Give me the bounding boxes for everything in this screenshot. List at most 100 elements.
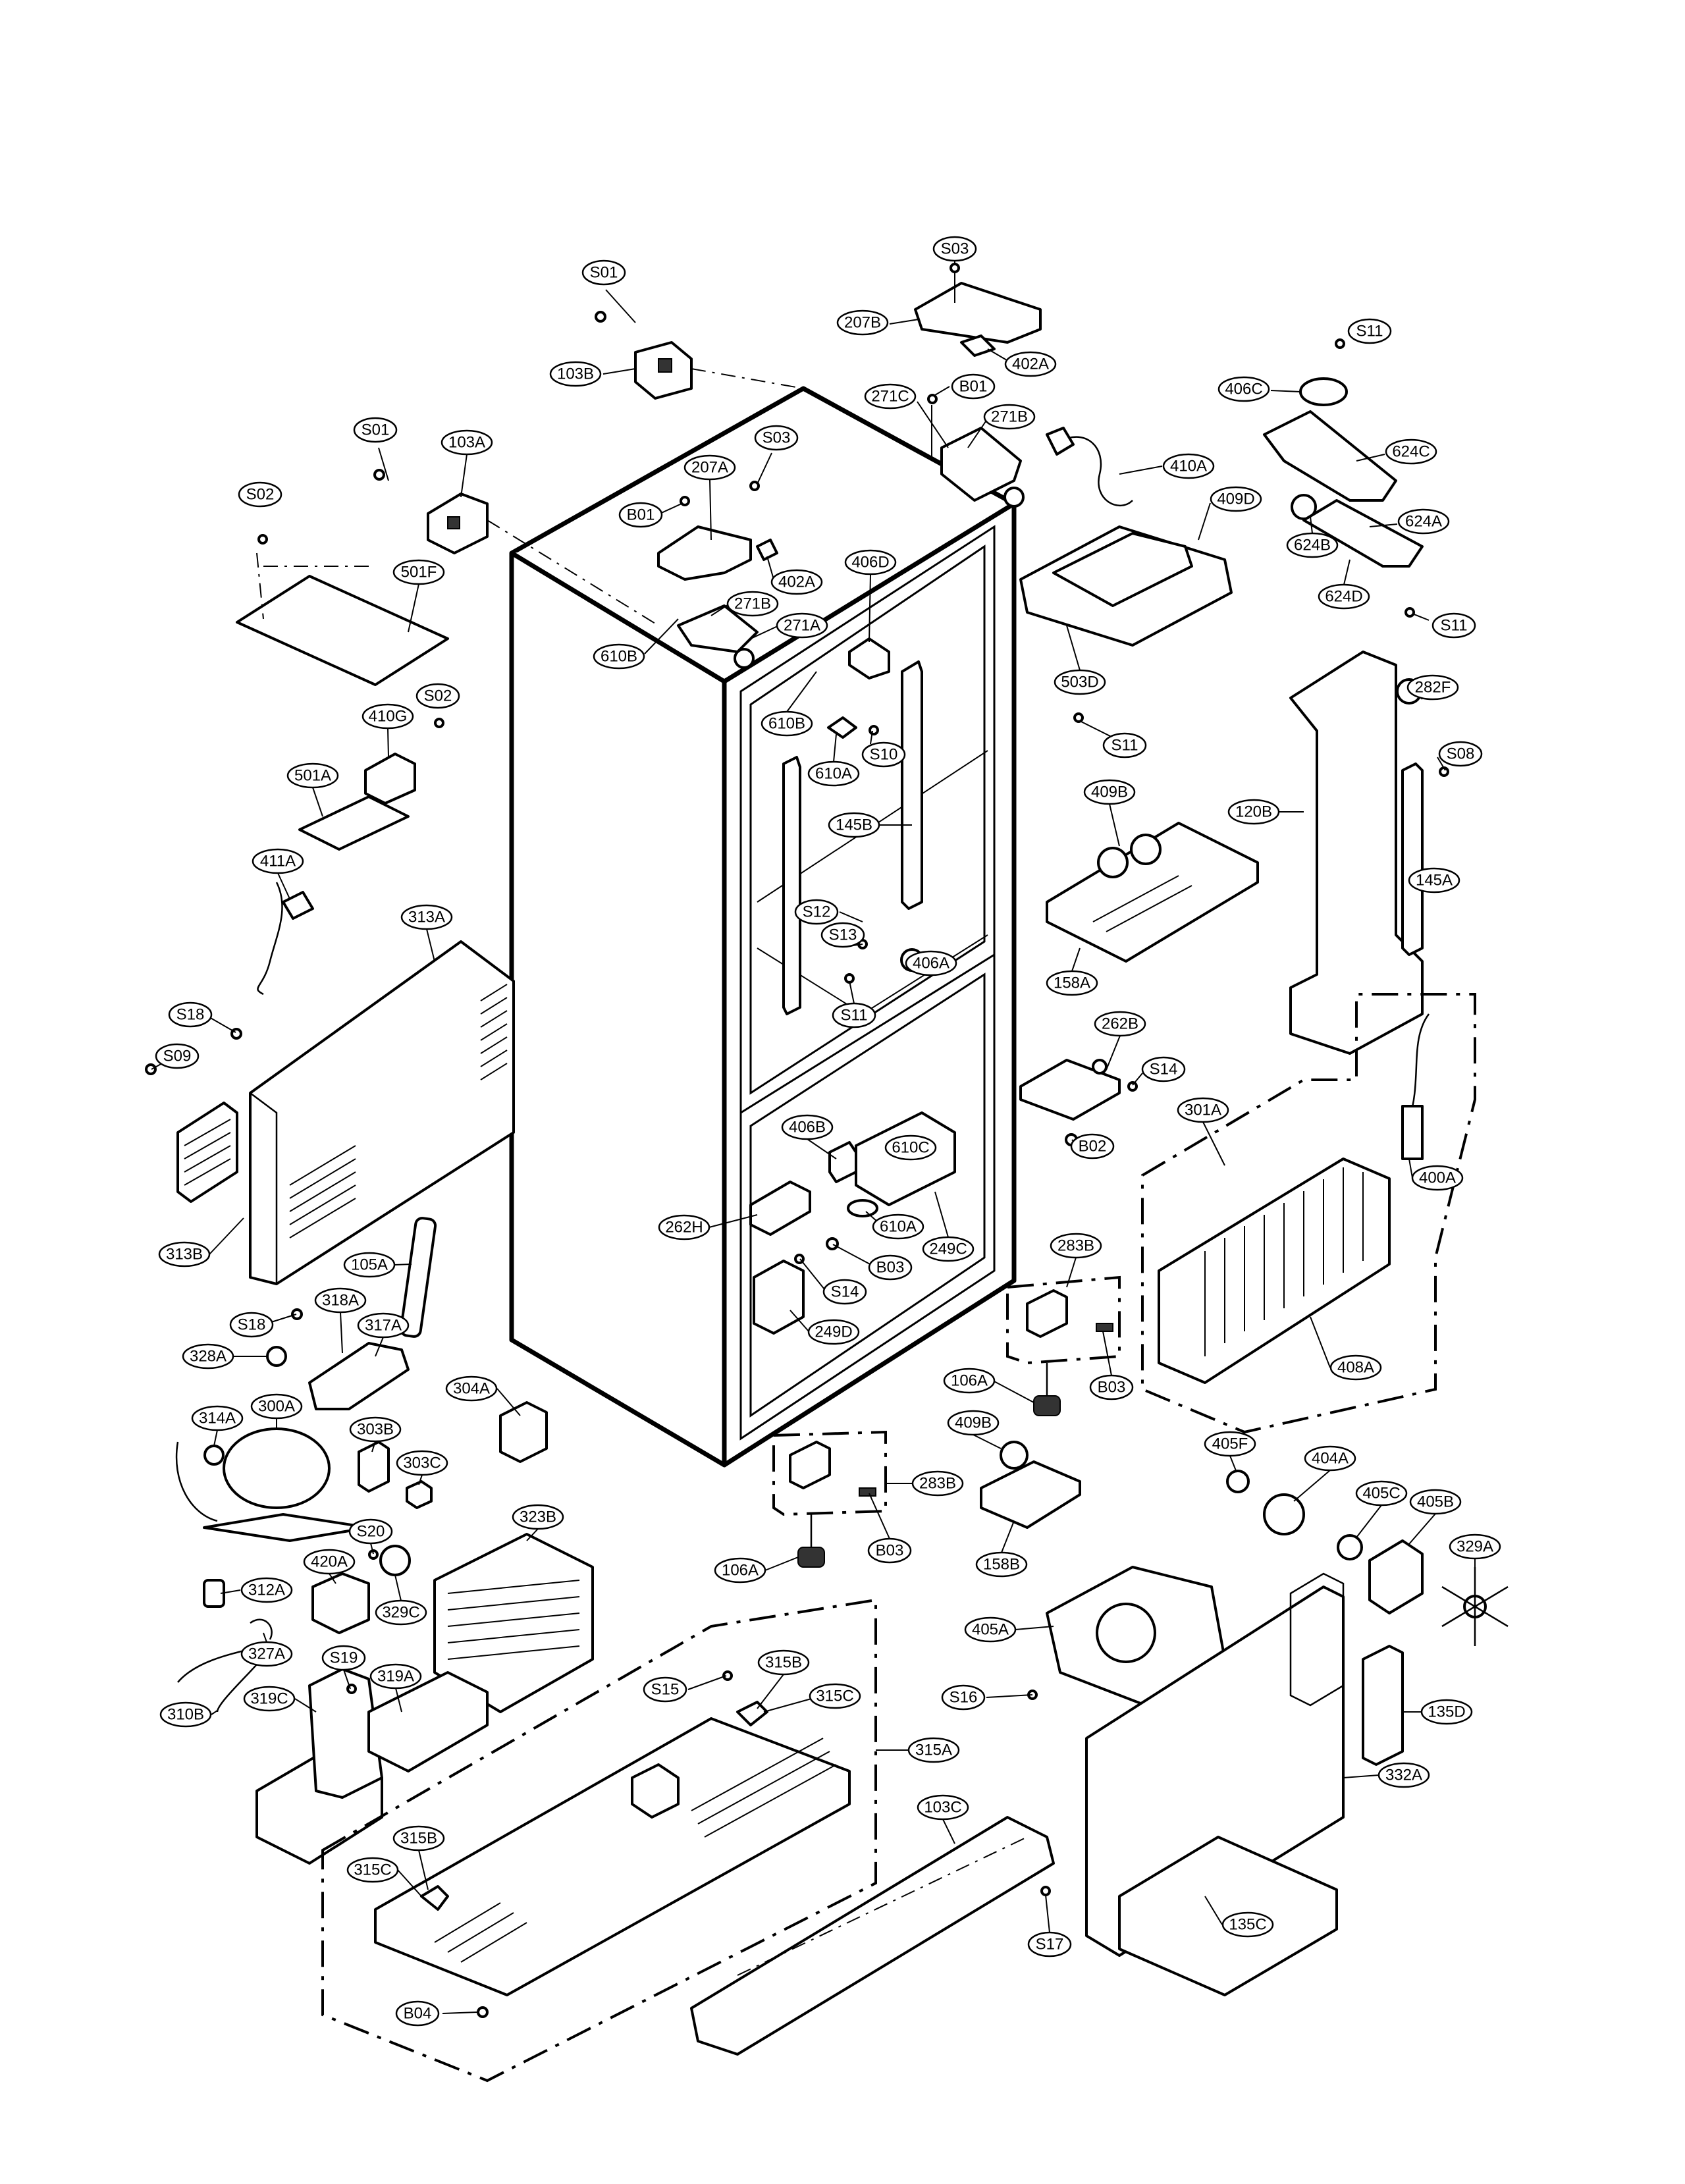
label-text: 405A <box>972 1621 1009 1639</box>
part-label-s19: S19 <box>321 1645 366 1671</box>
part-label-271b: 271B <box>726 591 779 617</box>
label-text: S11 <box>1441 617 1468 635</box>
part-label-327a: 327A <box>240 1641 293 1667</box>
label-oval <box>158 1241 211 1267</box>
label-oval <box>917 1794 969 1821</box>
label-oval <box>941 1684 986 1711</box>
label-text: 405B <box>1417 1493 1454 1511</box>
drier-and-clamps <box>266 1217 437 1410</box>
label-oval <box>867 1537 912 1564</box>
label-oval <box>1286 532 1339 558</box>
label-text: 610A <box>880 1218 917 1236</box>
part-label-b04: B04 <box>395 2000 440 2027</box>
label-oval <box>828 812 880 838</box>
label-text: S14 <box>1150 1061 1178 1079</box>
part-label-624c: 624C <box>1385 439 1437 465</box>
part-label-310b: 310B <box>159 1701 212 1728</box>
label-oval <box>964 1616 1017 1643</box>
label-text: 271A <box>784 617 820 635</box>
label-oval <box>1204 1431 1256 1457</box>
part-label-409d: 409D <box>1210 486 1262 512</box>
part-label-s18: S18 <box>229 1312 274 1338</box>
part-label-s08: S08 <box>1438 741 1483 767</box>
label-text: 303B <box>357 1421 394 1439</box>
label-oval <box>1054 669 1106 695</box>
label-oval <box>441 429 493 456</box>
fan-blade-329a <box>1441 1567 1509 1646</box>
part-label-b03: B03 <box>867 1537 912 1564</box>
part-label-405b: 405B <box>1409 1489 1462 1515</box>
part-label-s16: S16 <box>941 1684 986 1711</box>
part-label-406b: 406B <box>781 1114 834 1140</box>
part-label-103c: 103C <box>917 1794 969 1821</box>
part-label-s11: S11 <box>1347 318 1392 344</box>
label-text: S02 <box>424 687 452 705</box>
label-text: S17 <box>1036 1936 1064 1954</box>
label-oval <box>392 1825 445 1851</box>
label-oval <box>975 1551 1028 1578</box>
label-text: 103B <box>557 365 594 383</box>
label-oval <box>1083 779 1136 805</box>
part-label-610b: 610B <box>593 643 645 670</box>
label-oval <box>314 1287 367 1314</box>
label-text: 409B <box>1091 784 1128 801</box>
label-oval <box>658 1214 710 1240</box>
part-label-610a: 610A <box>807 760 860 787</box>
label-text: S11 <box>1111 737 1138 755</box>
label-oval <box>1070 1133 1115 1159</box>
part-label-s10: S10 <box>861 741 906 768</box>
part-label-s01: S01 <box>581 259 626 286</box>
part-label-207b: 207B <box>836 309 889 336</box>
part-label-420a: 420A <box>303 1549 356 1575</box>
label-text: S03 <box>941 240 969 258</box>
part-323b-condenser <box>433 1533 594 1713</box>
label-oval <box>392 559 445 585</box>
label-text: 315B <box>400 1830 437 1848</box>
part-label-404a: 404A <box>1304 1445 1356 1472</box>
label-text: 271B <box>991 408 1028 426</box>
label-oval <box>807 1319 860 1345</box>
label-oval <box>1347 318 1392 344</box>
label-text: 405F <box>1212 1435 1248 1453</box>
label-oval <box>820 922 865 948</box>
label-oval <box>512 1504 564 1530</box>
part-label-402a: 402A <box>1004 351 1057 377</box>
label-oval <box>159 1701 212 1728</box>
label-text: B04 <box>404 2005 432 2023</box>
part-label-s14: S14 <box>822 1279 867 1305</box>
label-oval <box>369 1663 422 1690</box>
label-text: 410G <box>369 708 408 726</box>
part-label-207a: 207A <box>683 454 736 481</box>
label-text: 404A <box>1312 1450 1349 1468</box>
label-oval <box>357 1312 410 1339</box>
label-oval <box>1227 799 1280 825</box>
part-label-405f: 405F <box>1204 1431 1256 1457</box>
label-oval <box>155 1043 200 1069</box>
label-text: 420A <box>311 1553 348 1571</box>
part-120b-back-panel <box>1289 651 1424 1055</box>
label-text: 315B <box>765 1654 802 1672</box>
label-oval <box>714 1557 766 1584</box>
part-283b-leveling-brackets <box>772 1275 1121 1516</box>
part-label-282f: 282F <box>1406 674 1459 701</box>
label-text: 332A <box>1385 1767 1422 1784</box>
rear-duct-assembly <box>1085 1572 1404 1996</box>
part-label-145b: 145B <box>828 812 880 838</box>
label-oval <box>1318 583 1370 610</box>
callout-labels: S01S03207B402AB01S11103B271C271B406CS011… <box>155 236 1501 2027</box>
part-label-303c: 303C <box>396 1450 448 1476</box>
label-oval <box>1304 1445 1356 1472</box>
part-label-103a: 103A <box>441 429 493 456</box>
part-label-b01: B01 <box>618 502 663 528</box>
label-text: 106A <box>722 1562 759 1580</box>
part-label-315b: 315B <box>757 1649 810 1676</box>
label-text: S16 <box>949 1689 978 1707</box>
label-text: 400A <box>1419 1169 1456 1187</box>
label-text: 315C <box>354 1861 391 1879</box>
part-315a-base-plate-group <box>321 1598 877 2083</box>
part-label-300a: 300A <box>250 1393 303 1420</box>
part-label-120b: 120B <box>1227 799 1280 825</box>
part-label-624b: 624B <box>1286 532 1339 558</box>
label-text: 310B <box>167 1706 204 1724</box>
